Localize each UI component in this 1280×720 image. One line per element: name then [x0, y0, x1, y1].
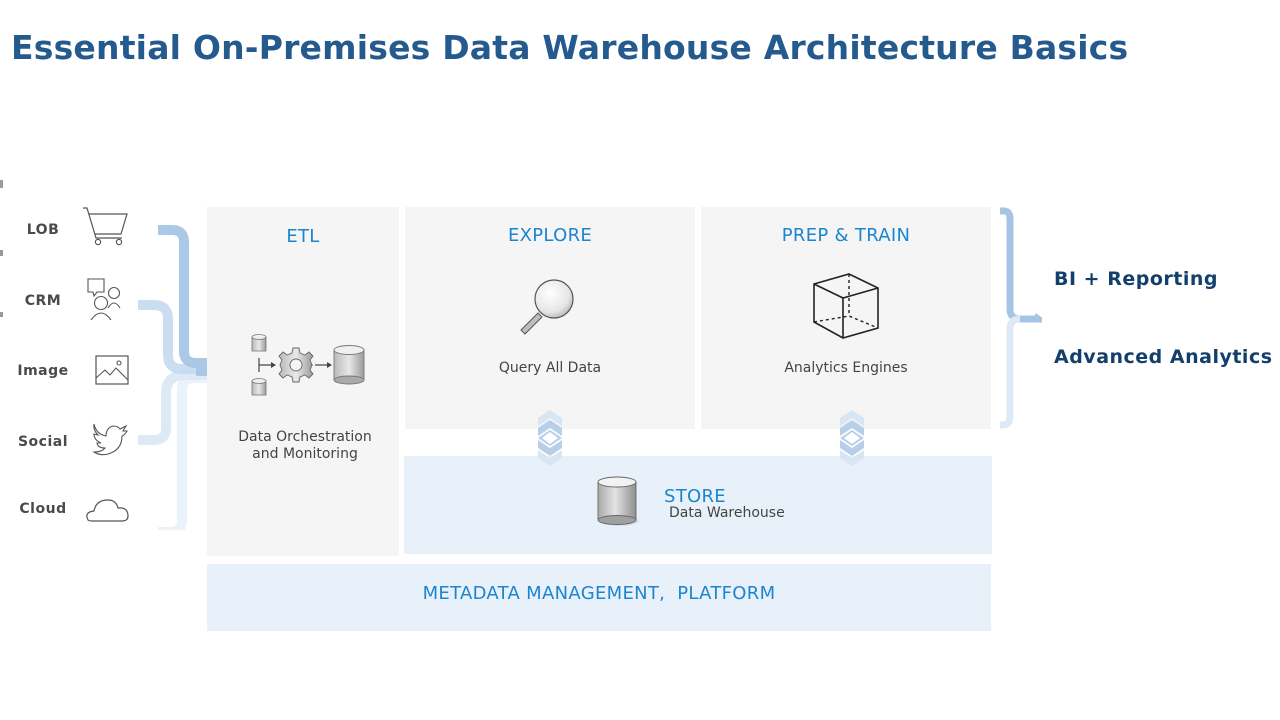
small-database-icon — [251, 334, 267, 352]
bidirectional-chevron-icon — [840, 410, 864, 466]
small-database-icon — [251, 378, 267, 396]
explore-caption: Query All Data — [498, 360, 602, 376]
etl-panel — [207, 207, 399, 556]
output-advanced-analytics: Advanced Analytics — [1054, 346, 1273, 368]
source-label-crm: CRM — [24, 293, 62, 309]
output-bi-reporting: BI + Reporting — [1054, 268, 1218, 290]
output-brace-upper — [1000, 207, 1042, 323]
etl-caption-line1: Data Orchestration — [238, 429, 372, 445]
shopping-cart-icon — [83, 207, 128, 246]
database-icon — [597, 476, 639, 526]
prep-train-heading: PREP & TRAIN — [781, 225, 911, 246]
magnifier-icon — [520, 279, 574, 335]
source-label-image: Image — [17, 363, 69, 379]
gear-icon — [278, 347, 314, 383]
etl-caption-line2: and Monitoring — [252, 446, 358, 462]
metadata-platform-bar — [207, 564, 991, 631]
etl-heading: ETL — [286, 226, 320, 247]
image-icon — [95, 355, 129, 385]
flow-ribbon-crm — [138, 300, 218, 374]
edge-artifact — [0, 250, 3, 256]
store-caption: Data Warehouse — [669, 505, 785, 521]
source-label-lob: LOB — [26, 222, 60, 238]
store-panel — [404, 456, 992, 554]
source-label-cloud: Cloud — [19, 501, 67, 517]
twitter-bird-icon — [92, 423, 128, 456]
etl-pipeline-icon — [251, 334, 365, 396]
bidirectional-chevron-icon — [538, 410, 562, 466]
flow-ribbon-lob — [158, 225, 230, 376]
users-chat-icon — [87, 278, 121, 320]
edge-artifact — [0, 180, 3, 188]
explore-heading: EXPLORE — [507, 225, 593, 246]
output-brace — [1000, 207, 1042, 429]
metadata-platform-label: METADATA MANAGEMENT, PLATFORM — [422, 583, 776, 604]
output-brace-lower — [1000, 315, 1021, 429]
source-label-social: Social — [17, 434, 69, 450]
page-title: Essential On-Premises Data Warehouse Arc… — [11, 28, 1129, 67]
cube-icon — [813, 273, 879, 339]
edge-artifact — [0, 312, 3, 317]
flow-ribbon-social — [138, 370, 218, 445]
etl-caption: Data Orchestration and Monitoring — [207, 429, 403, 463]
store-heading: STORE — [664, 486, 726, 507]
prep-train-caption: Analytics Engines — [784, 360, 908, 376]
prep-train-panel — [701, 207, 991, 429]
database-icon — [333, 345, 365, 385]
source-flow-ribbons — [138, 225, 230, 530]
cloud-icon — [86, 499, 129, 522]
